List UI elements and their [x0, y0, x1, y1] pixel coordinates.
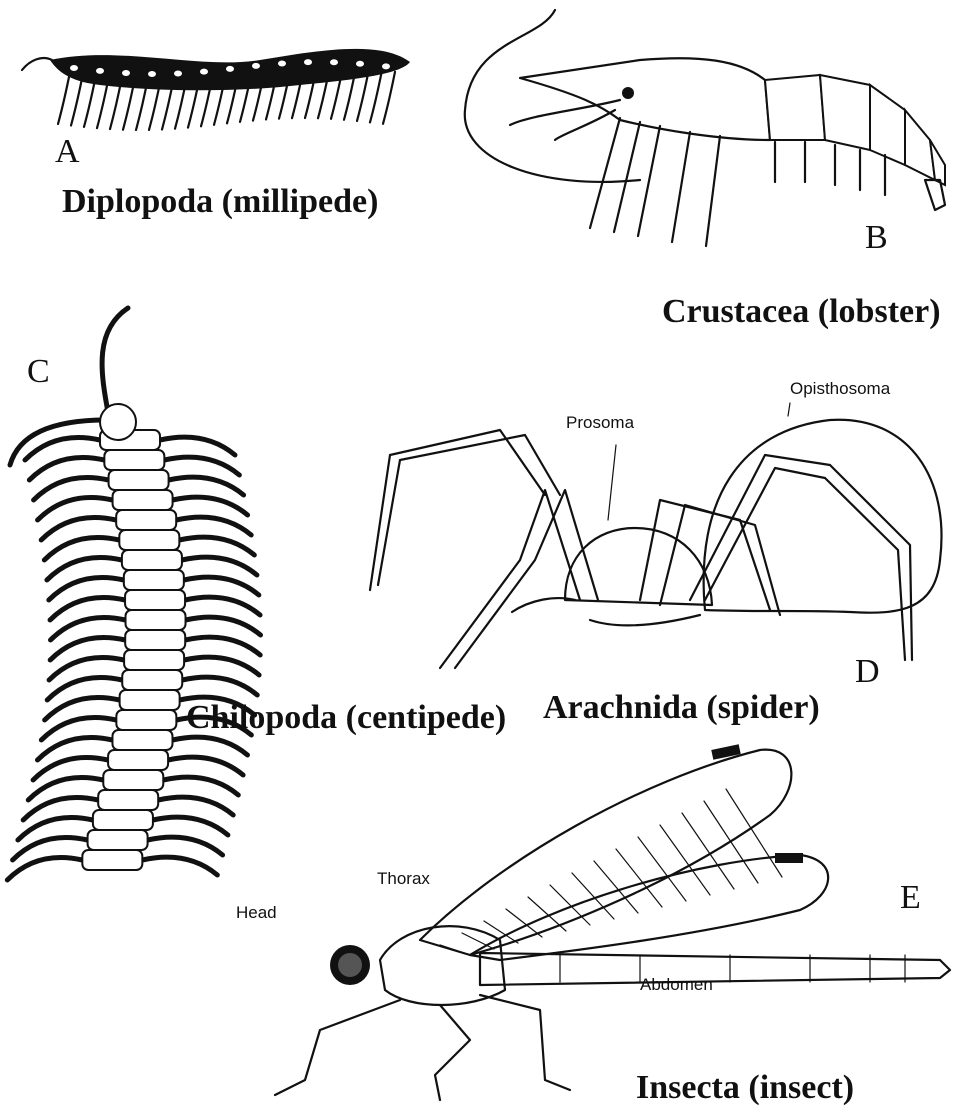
millipede-spot [70, 65, 78, 71]
centipede-segment [124, 650, 184, 670]
wing-vein [528, 897, 566, 931]
dragonfly-drawing [275, 744, 950, 1100]
centipede-leg [184, 577, 259, 595]
shrimp-segment [765, 75, 825, 140]
panel-letter-e: E [900, 879, 921, 916]
spider-drawing [370, 403, 942, 668]
centipede-leg [148, 837, 223, 855]
part-label-thorax: Thorax [377, 869, 430, 888]
part-label-opisthosoma: Opisthosoma [790, 379, 891, 398]
taxon-label-crustacea: Crustacea (lobster) [662, 293, 941, 330]
millipede-spot [122, 70, 130, 76]
shrimp-segment [820, 75, 870, 150]
millipede-leg [71, 73, 83, 125]
centipede-leg [163, 777, 238, 795]
centipede-segment [124, 570, 184, 590]
taxon-label-insecta: Insecta (insect) [636, 1069, 854, 1106]
centipede-leg [142, 857, 217, 875]
part-label-head: Head [236, 903, 277, 922]
shrimp-leg [672, 132, 690, 242]
panel-letter-c: C [27, 353, 50, 390]
panel-letter-b: B [865, 219, 888, 256]
centipede-segment [82, 850, 142, 870]
shrimp-leg [590, 118, 620, 228]
centipede-segment [119, 530, 179, 550]
wing-vein [682, 813, 734, 889]
centipede-segment [108, 750, 168, 770]
millipede-spot [356, 61, 364, 67]
centipede-segment [125, 630, 185, 650]
centipede-segment [112, 730, 172, 750]
millipede-spot [148, 71, 156, 77]
millipede-spot [226, 66, 234, 72]
centipede-leg [169, 477, 244, 495]
millipede-spot [96, 68, 104, 74]
centipede-segment [122, 670, 182, 690]
millipede-spot [382, 63, 390, 69]
centipede-leg [153, 817, 228, 835]
centipede-leg [182, 677, 257, 695]
centipede-segment [88, 830, 148, 850]
centipede-leg [186, 617, 261, 635]
centipede-leg [184, 657, 259, 675]
centipede-segment [113, 490, 173, 510]
centipede-leg [168, 757, 243, 775]
wing-vein [440, 945, 470, 955]
centipede-segment [116, 510, 176, 530]
shrimp-leg [706, 136, 720, 246]
centipede-leg [185, 637, 260, 655]
centipede-leg [172, 737, 247, 755]
millipede-leg [58, 72, 70, 124]
centipede-segment [116, 710, 176, 730]
panel-letter-a: A [55, 133, 80, 170]
shrimp-segment [870, 85, 905, 165]
centipede-leg [179, 537, 254, 555]
centipede-segment [109, 470, 169, 490]
wing-vein [704, 801, 758, 883]
panel-letter-d: D [855, 653, 880, 690]
centipede-segment [104, 450, 164, 470]
millipede-drawing [22, 49, 410, 130]
millipede-spot [252, 63, 260, 69]
centipede-leg [185, 597, 260, 615]
centipede-leg [182, 557, 257, 575]
centipede-segment [125, 590, 185, 610]
centipede-segment [120, 690, 180, 710]
centipede-segment [103, 770, 163, 790]
centipede-drawing [7, 308, 260, 880]
taxon-label-diplopoda: Diplopoda (millipede) [62, 183, 378, 220]
wing-vein [550, 885, 590, 925]
millipede-leg [370, 70, 382, 122]
shrimp-leg [614, 122, 640, 232]
centipede-segment [122, 550, 182, 570]
millipede-spot [304, 59, 312, 65]
millipede-leg [383, 72, 395, 124]
wing-vein [638, 837, 686, 901]
wing-vein [660, 825, 710, 895]
part-label-abdomen: Abdomen [640, 975, 713, 994]
centipede-leg [176, 517, 251, 535]
centipede-leg [164, 457, 239, 475]
centipede-leg [158, 797, 233, 815]
taxon-label-chilopoda: Chilopoda (centipede) [186, 699, 506, 736]
centipede-leg [160, 437, 235, 455]
centipede-leg [7, 858, 82, 881]
shrimp-leg [638, 126, 660, 236]
shrimp-drawing [465, 10, 945, 246]
centipede-segment [98, 790, 158, 810]
millipede-spot [174, 70, 182, 76]
wing-vein [726, 789, 782, 877]
millipede-spot [330, 59, 338, 65]
millipede-spot [200, 69, 208, 75]
taxon-label-arachnida: Arachnida (spider) [543, 689, 820, 726]
centipede-leg [173, 497, 248, 515]
centipede-segment [126, 610, 186, 630]
centipede-segment [93, 810, 153, 830]
millipede-spot [278, 60, 286, 66]
part-label-prosoma: Prosoma [566, 413, 635, 432]
